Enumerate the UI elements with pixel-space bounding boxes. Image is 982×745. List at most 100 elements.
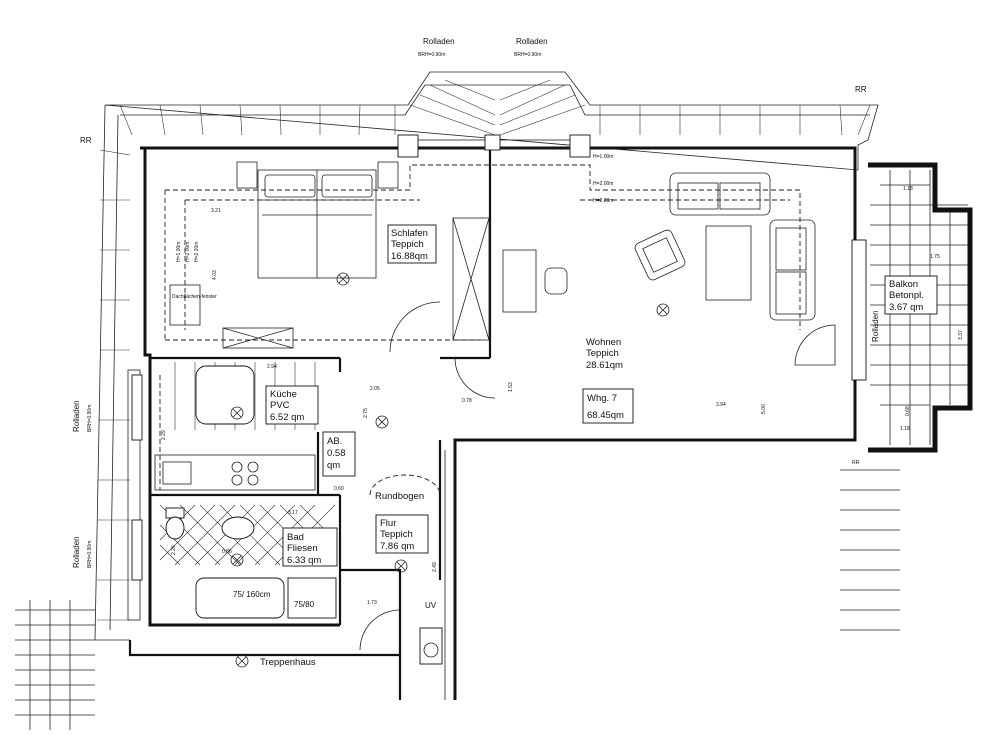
bed [257,169,377,279]
bedroom-door-swing [389,301,441,353]
dim-205: 2.05 [370,386,380,392]
treppenhaus-light-icon [235,654,249,668]
dim-078: 0.78 [462,398,472,404]
roof-hatching [97,104,871,621]
room-floor-balkon: Betonpl. [889,290,924,301]
dim-118a: 1.18 [903,186,913,192]
dim-060: 0.60 [334,486,344,492]
room-name-bad: Bad [287,532,304,543]
dim-h200: H=2.00m [593,181,613,187]
interior-walls [150,148,492,700]
dim-175: 1.75 [930,254,940,260]
roof-outline [94,71,879,641]
unit-area: 68.45qm [587,410,624,421]
shower-label: 75/80 [294,600,315,609]
entry-door-swing [359,609,401,651]
room-floor-flur: Teppich [380,529,413,540]
dining-table [195,365,255,425]
rolladen-label-balcony: Rolladen [871,310,880,342]
window-bath [131,519,143,581]
room-name-kueche: Küche [270,389,297,400]
utility-cabinet [419,627,443,665]
rr-label-left: RR [80,136,92,145]
living-door-swing [794,324,836,366]
headroom-lines [159,164,801,490]
dim-h100: H=1.00m [593,154,613,160]
dim-226: 2.26 [171,545,177,555]
dim-086: 0.86 [222,549,232,555]
rolladen-brh-left-a: BRH=0.90m [87,405,93,432]
rolladen-brh-top-left: BRH=0.90m [418,52,445,58]
armchair [634,229,686,281]
dim-249: 2.49 [432,562,438,572]
sink [162,461,192,485]
rolladen-label-top-right: Rolladen [516,37,548,46]
rr-label-bottom: RR [852,460,860,466]
rolladen-brh-left-b: BRH=0.90m [87,541,93,568]
dim-h220: H=2.20m [593,198,613,204]
dim-118b: 1.18 [900,426,910,432]
dim-153: 1.53 [508,382,514,392]
dim-321: 3.21 [211,208,221,214]
bathtub [195,577,285,619]
dim-229: 2.29 [161,430,167,440]
dim-294: 2.94 [267,364,277,370]
room-floor-schlafen: Teppich [391,239,424,250]
dim-275: 2.75 [363,408,369,418]
meter-icon [423,642,439,658]
dim-500: 5.00 [761,404,767,414]
room-name-ab: AB. [327,436,342,447]
dim-337: 3.37 [958,330,964,340]
ceiling-light-bedroom [336,272,350,286]
ceiling-light-flur-2 [394,559,408,573]
dormer-roof [409,79,586,136]
rolladen-label-top-left: Rolladen [423,37,455,46]
dim-h200-left: H=2.00m [185,242,191,262]
room-area-wohnen: 28.61qm [586,360,623,371]
living-door-swing-2 [454,357,496,399]
stairs-left [15,600,95,730]
dim-173: 1.73 [367,600,377,606]
room-area-ab: 0.58 [327,448,346,459]
desk-chair [544,267,568,295]
uv-label: UV [425,601,437,610]
rolladen-label-left-a: Rolladen [72,400,81,432]
rolladen-brh-top-right: BRH=0.90m [514,52,541,58]
bathtub-label: 75/ 160cm [233,590,271,599]
dim-403: 4.03 [212,270,218,280]
dim-h100-left: H=1.00m [176,242,182,262]
balcony-door [851,239,867,381]
dim-317: 3.17 [288,510,298,516]
room-name-flur: Flur [380,518,396,529]
room-area-balkon: 3.67 qm [889,302,923,313]
rr-label-right: RR [855,85,867,94]
window-kitchen [131,374,143,441]
stairs-right [840,469,900,631]
sofa-top [669,172,771,216]
dresser [222,327,294,349]
unit-name: Whg. 7 [587,393,617,404]
desk [502,249,537,313]
rundbogen-label: Rundbogen [375,491,424,502]
skylight-box [169,284,201,326]
room-area-kueche: 6.52 qm [270,412,304,423]
ceiling-light-kitchen [230,406,244,420]
ceiling-light-living [656,303,670,317]
nightstand-left [236,161,258,189]
wardrobe [452,217,490,341]
round-arch [369,474,441,496]
room-floor-kueche: PVC [270,400,290,411]
room-area-bad: 6.33 qm [287,555,321,566]
skylight-label: Dachflächen-fenster [172,294,217,300]
washbasin [221,516,255,540]
room-floor-bad: Fliesen [287,543,318,554]
room-area-flur: 7.86 qm [380,541,414,552]
dim-394: 3.94 [716,402,726,408]
ceiling-light-bath [230,553,244,567]
coffee-table [705,225,752,301]
nightstand-right [377,161,399,189]
treppenhaus-label: Treppenhaus [260,657,316,668]
room-name-schlafen: Schlafen [391,228,428,239]
sofa-right [769,219,816,321]
